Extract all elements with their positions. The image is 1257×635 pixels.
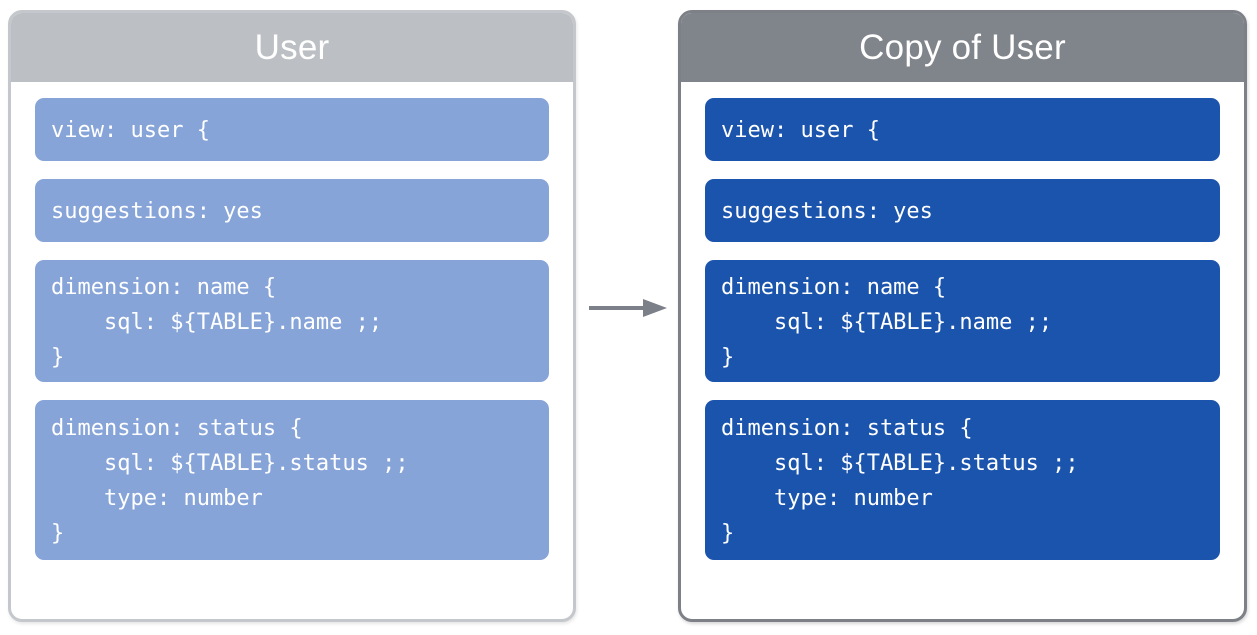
copy-view-panel-body: view: user { suggestions: yes dimension:… (681, 82, 1244, 619)
code-block-dimension-status: dimension: status { sql: ${TABLE}.status… (35, 400, 549, 560)
code-line: dimension: name { (721, 274, 947, 300)
code-line: sql: ${TABLE}.name ;; (721, 309, 1053, 335)
code-line: dimension: status { (51, 416, 303, 441)
code-line: suggestions: yes (721, 199, 933, 224)
source-view-panel: User view: user { suggestions: yes dimen… (8, 10, 576, 622)
copy-arrow-icon (589, 299, 667, 317)
code-line: } (51, 344, 65, 370)
code-line: view: user { (51, 118, 210, 143)
code-line: dimension: name { (51, 274, 277, 300)
code-line: type: number (721, 486, 933, 511)
copy-view-panel-title: Copy of User (681, 13, 1244, 82)
copy-view-panel: Copy of User view: user { suggestions: y… (678, 10, 1247, 622)
code-block-dimension-name: dimension: name { sql: ${TABLE}.name ;; … (705, 260, 1220, 382)
source-view-panel-body: view: user { suggestions: yes dimension:… (11, 82, 573, 619)
code-block-suggestions: suggestions: yes (35, 179, 549, 242)
code-block-dimension-name: dimension: name { sql: ${TABLE}.name ;; … (35, 260, 549, 382)
code-block-view-declaration: view: user { (705, 98, 1220, 161)
code-block-view-declaration: view: user { (35, 98, 549, 161)
code-line: dimension: status { (721, 416, 973, 441)
code-line: sql: ${TABLE}.status ;; (721, 451, 1079, 476)
code-line: type: number (51, 486, 263, 511)
code-block-suggestions: suggestions: yes (705, 179, 1220, 242)
code-line: sql: ${TABLE}.status ;; (51, 451, 409, 476)
code-line: } (51, 521, 65, 546)
code-line: sql: ${TABLE}.name ;; (51, 309, 383, 335)
code-line: } (721, 521, 735, 546)
source-view-panel-title: User (11, 13, 573, 82)
code-line: } (721, 344, 735, 370)
code-block-dimension-status: dimension: status { sql: ${TABLE}.status… (705, 400, 1220, 560)
code-line: suggestions: yes (51, 199, 263, 224)
code-line: view: user { (721, 118, 880, 143)
